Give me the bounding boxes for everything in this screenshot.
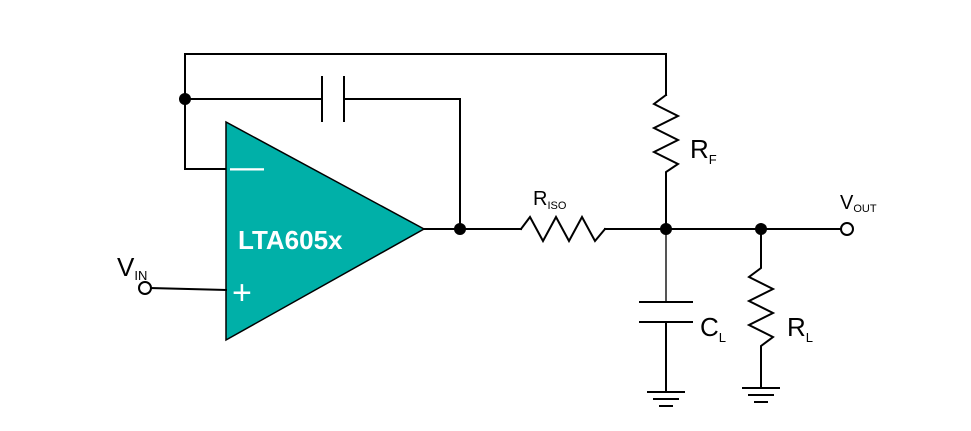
vout-label: VOUT [840,192,877,215]
junction-dot-rl [755,223,767,235]
rf-label: RF [690,134,717,167]
vin-wire [148,286,228,292]
op-amp: LTA605x — + [225,120,426,342]
junction-dot-rf [660,223,672,235]
outer-feedback-wire [184,53,667,100]
cf-capacitor [321,76,345,122]
vin-label: VIN [117,252,147,283]
junction-dot-output [454,223,466,235]
riso-label: RISO [533,188,567,212]
noninverting-input-sign: + [232,274,252,312]
inverting-input-sign: — [230,148,264,186]
cf-feedback-wire [184,98,461,230]
cl-ground-symbol [647,391,685,407]
op-amp-body [225,120,426,342]
rl-resistor [746,228,776,389]
vout-terminal [840,222,854,236]
rf-resistor [651,93,681,230]
vin-terminal [138,281,152,295]
rl-ground-symbol [742,387,780,403]
cl-label: CL [700,312,726,345]
junction-dot-feedback [179,93,191,105]
rl-label: RL [787,312,813,345]
cl-capacitor [639,229,693,393]
output-wire [423,214,842,244]
riso-resistor [519,214,607,244]
op-amp-name: LTA605x [238,225,343,255]
